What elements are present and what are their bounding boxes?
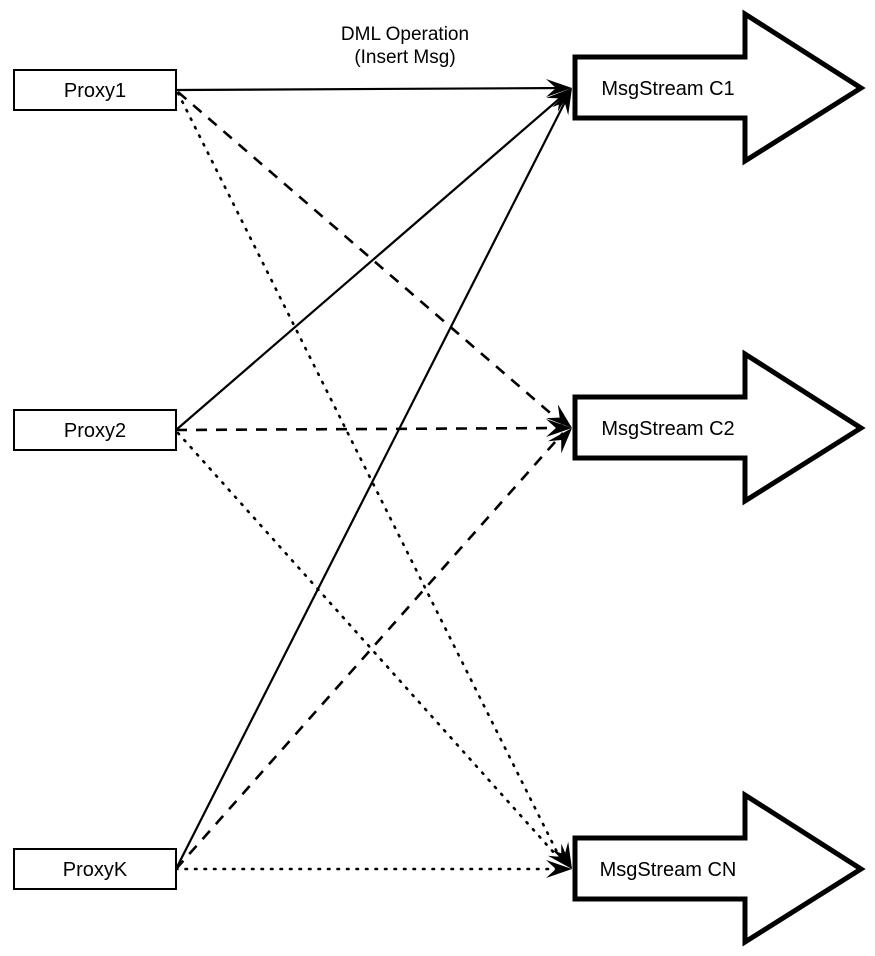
caption-line-2: (Insert Msg) bbox=[354, 47, 455, 68]
edge-proxy2-to-msgstream-c2 bbox=[175, 426, 564, 432]
streams-layer: MsgStream C1 MsgStream C2 MsgStream CN bbox=[572, 9, 866, 947]
stream-label-msgstream-c2: MsgStream C2 bbox=[601, 418, 734, 440]
node-proxyk[interactable]: ProxyK bbox=[13, 848, 177, 890]
caption-line-1: DML Operation bbox=[341, 24, 469, 45]
edge-proxy2-to-msgstream-c1 bbox=[175, 92, 567, 431]
node-proxy2[interactable]: Proxy2 bbox=[13, 409, 177, 451]
stream-arrow-shape-msgstream-cn bbox=[572, 790, 866, 947]
node-label-proxy1: Proxy1 bbox=[64, 80, 126, 102]
edge-proxyk-to-msgstream-c2 bbox=[175, 432, 564, 870]
edge-proxy1-to-msgstream-c2 bbox=[177, 91, 564, 425]
node-box-proxy2 bbox=[13, 409, 177, 451]
arrowhead-head-proxy2-c2 bbox=[546, 419, 572, 437]
edge-proxy2-to-msgstream-cn bbox=[176, 431, 566, 866]
node-proxy1[interactable]: Proxy1 bbox=[13, 69, 177, 111]
arrowhead-head-proxy2-cn bbox=[547, 843, 572, 869]
edges-layer bbox=[174, 86, 569, 871]
dml-operation-caption: DML Operation (Insert Msg) bbox=[341, 24, 469, 68]
arrowhead-head-proxyk-c2 bbox=[547, 428, 572, 454]
stream-label-msgstream-cn: MsgStream CN bbox=[600, 859, 737, 881]
stream-arrow-shape-msgstream-c1 bbox=[572, 9, 866, 166]
arrowheads-layer bbox=[546, 79, 572, 878]
edge-proxyk-to-msgstream-c1 bbox=[175, 95, 569, 870]
node-box-proxyk bbox=[13, 848, 177, 890]
arrowhead-head-proxyk-cn bbox=[546, 860, 572, 878]
stream-msgstream-c2[interactable]: MsgStream C2 bbox=[572, 349, 866, 506]
arrowhead-head-proxy1-c1 bbox=[546, 79, 572, 97]
stream-arrow-shape-msgstream-c2 bbox=[572, 349, 866, 506]
stream-msgstream-c1[interactable]: MsgStream C1 bbox=[572, 9, 866, 166]
arrowhead-head-proxyk-c1 bbox=[552, 88, 572, 116]
stream-msgstream-cn[interactable]: MsgStream CN bbox=[572, 790, 866, 947]
node-label-proxyk: ProxyK bbox=[63, 859, 128, 881]
edge-proxy1-to-msgstream-cn bbox=[176, 91, 566, 868]
arrowhead-head-proxy2-c1 bbox=[546, 88, 572, 112]
arrowhead-head-proxy1-c2 bbox=[546, 404, 572, 428]
node-box-proxy1 bbox=[13, 69, 177, 111]
edge-proxy1-to-msgstream-c1 bbox=[175, 86, 567, 92]
node-label-proxy2: Proxy2 bbox=[64, 420, 126, 442]
stream-label-msgstream-c1: MsgStream C1 bbox=[601, 78, 734, 100]
